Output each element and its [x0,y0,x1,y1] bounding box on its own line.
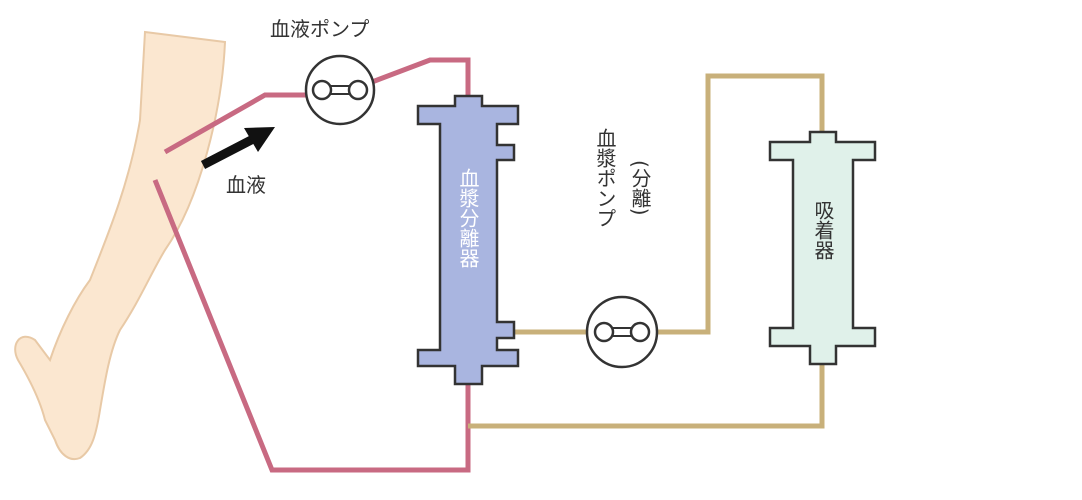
plasma-pump-label: 血漿ポンプ [593,128,617,228]
blood-label: 血液 [226,173,266,197]
plasma-separator-label: 血漿分離器 [456,168,480,268]
blood-line-outflow [163,92,307,155]
blood-line-to-separator [371,57,471,100]
blood-pump-label: 血液ポンプ [270,17,369,41]
blood-pump-icon [304,54,376,126]
adsorber-label: 吸着器 [811,200,835,260]
plasma-pump-note: (分離) [628,160,652,216]
blood-line-return [152,179,471,473]
arrow-icon [200,127,275,169]
adsorber [768,130,877,366]
plasma-separator [416,94,520,386]
plasma-pump-icon [585,295,659,369]
arm [14,30,227,460]
plasma-line-to-adsorber [656,73,825,335]
plasma-line-return [468,362,825,429]
